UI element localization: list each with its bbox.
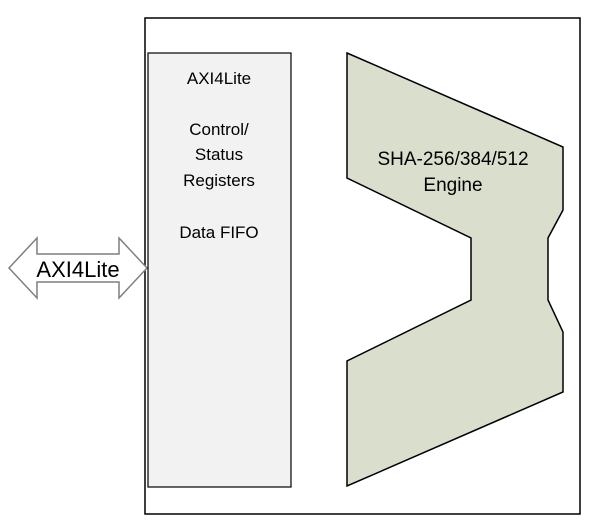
sha-engine-label-line1: SHA-256/384/512 [377, 149, 528, 170]
interface-arrow [7, 236, 149, 300]
sha-engine-block [346, 51, 564, 488]
register-block [147, 52, 292, 488]
sha-engine-label-line2: Engine [423, 175, 482, 196]
register-block-title: AXI4Lite [187, 69, 251, 88]
register-block-line-control: Control/ [189, 120, 249, 139]
interface-arrow-label: AXI4Lite [36, 257, 119, 282]
register-block-line-registers: Registers [183, 171, 255, 190]
register-block-line-status: Status [195, 145, 243, 164]
register-block-line-data-fifo: Data FIFO [179, 223, 258, 242]
